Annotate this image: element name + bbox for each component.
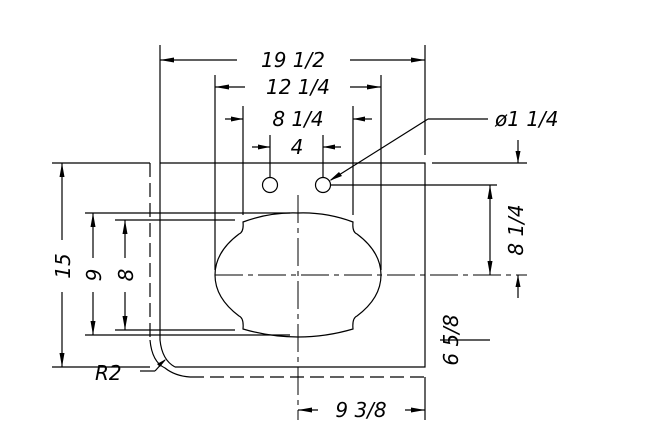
faucet-hole-right [314,176,332,194]
dimension-overall-width: 19 1/2 [159,45,426,163]
dim-label: 9 3/8 [335,398,386,422]
dim-label: 19 1/2 [261,48,325,72]
dimension-center-to-edge: 6 5/8 [439,140,521,366]
dim-label: 8 [114,269,138,282]
dimension-hole-spacing: 4 [252,135,341,177]
dimension-corner-radius: R2 [95,359,166,385]
dim-label: 9 [82,269,106,282]
dim-label: 15 [51,253,75,278]
dimension-bowl-flat-depth: 8 [114,219,235,331]
countertop-outline [52,162,527,420]
dim-label: 8 1/4 [504,204,528,255]
dim-label: 6 5/8 [439,314,463,365]
dimension-bowl-depth: 9 [82,212,290,336]
dimension-bowl-width: 12 1/4 [214,75,382,270]
faucet-hole-left [261,176,279,194]
dimension-hole-diameter: ø1 1/4 [329,107,559,181]
dim-label: ø1 1/4 [494,107,559,131]
dim-label: 4 [291,135,304,159]
dimension-bowl-flat-width: 8 1/4 [225,106,372,215]
dimension-center-offset: 9 3/8 [298,398,425,422]
dimension-overall-depth: 15 [51,163,75,367]
dim-label: R2 [95,361,122,385]
dim-label: 12 1/4 [266,75,330,99]
dim-label: 8 1/4 [272,107,323,131]
dimension-hole-to-center: 8 1/4 [487,185,528,275]
